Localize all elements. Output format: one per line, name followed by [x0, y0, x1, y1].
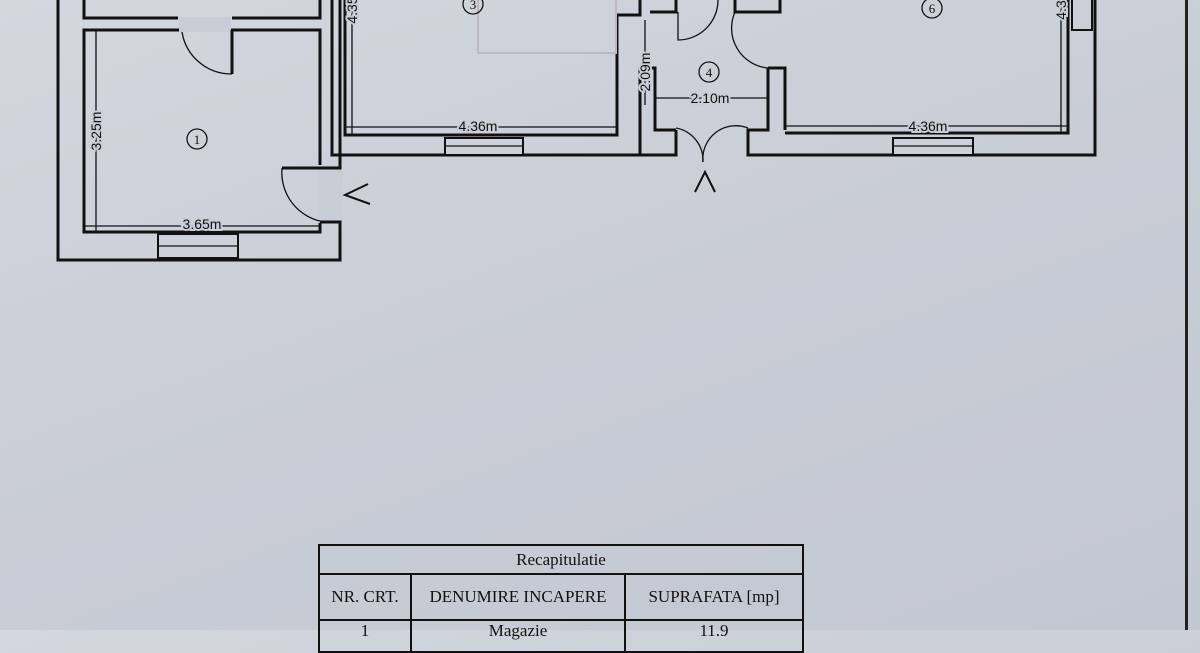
room-4-width: 2.10m — [691, 90, 730, 106]
door-room-1-top — [179, 17, 234, 75]
svg-text:3: 3 — [470, 0, 477, 12]
room-3-height: 4.35 — [344, 0, 360, 24]
svg-text:6: 6 — [929, 1, 936, 16]
entry-arrow-up — [694, 169, 716, 193]
table-row: 1 Magazie 11.9 — [318, 619, 804, 653]
table-header-row: NR. CRT. DENUMIRE INCAPERE SUPRAFATA [mp… — [318, 573, 804, 621]
room-6-height: 4.3 — [1053, 0, 1069, 20]
header-nr-crt: NR. CRT. — [318, 573, 412, 621]
table-title: Recapitulatie — [318, 544, 804, 575]
svg-text:1: 1 — [194, 132, 201, 147]
svg-text:4: 4 — [706, 65, 713, 80]
room-1-height: 3.25m — [88, 112, 104, 151]
header-suprafata: SUPRAFATA [mp] — [624, 573, 804, 621]
walls-room-3 — [330, 0, 655, 157]
room-3-label: 3 — [462, 0, 484, 15]
header-denumire: DENUMIRE INCAPERE — [410, 573, 626, 621]
floor-plan: 1 3 4 6 3.65m 3.25m 4.36m 4.35 2.10m 2.0… — [56, 0, 1097, 262]
room-3-width: 4.36m — [459, 118, 498, 134]
room-1-width: 3.65m — [183, 216, 222, 232]
summary-table: Recapitulatie NR. CRT. DENUMIRE INCAPERE… — [318, 544, 804, 653]
paper-edge — [1185, 0, 1188, 630]
door-entrance-room-1 — [281, 155, 343, 260]
room-6-width: 4.36m — [909, 118, 948, 134]
walls-room-4 — [638, 0, 1097, 163]
row-name: Magazie — [410, 619, 626, 653]
room-4-height: 2.09m — [637, 53, 653, 92]
room-6-label: 6 — [921, 0, 943, 19]
row-area: 11.9 — [624, 619, 804, 653]
room-1-label: 1 — [186, 128, 208, 150]
dimension-lines — [84, 0, 1068, 232]
row-nr: 1 — [318, 619, 412, 653]
room-4-label: 4 — [698, 61, 720, 83]
entry-arrow-left — [342, 183, 371, 205]
